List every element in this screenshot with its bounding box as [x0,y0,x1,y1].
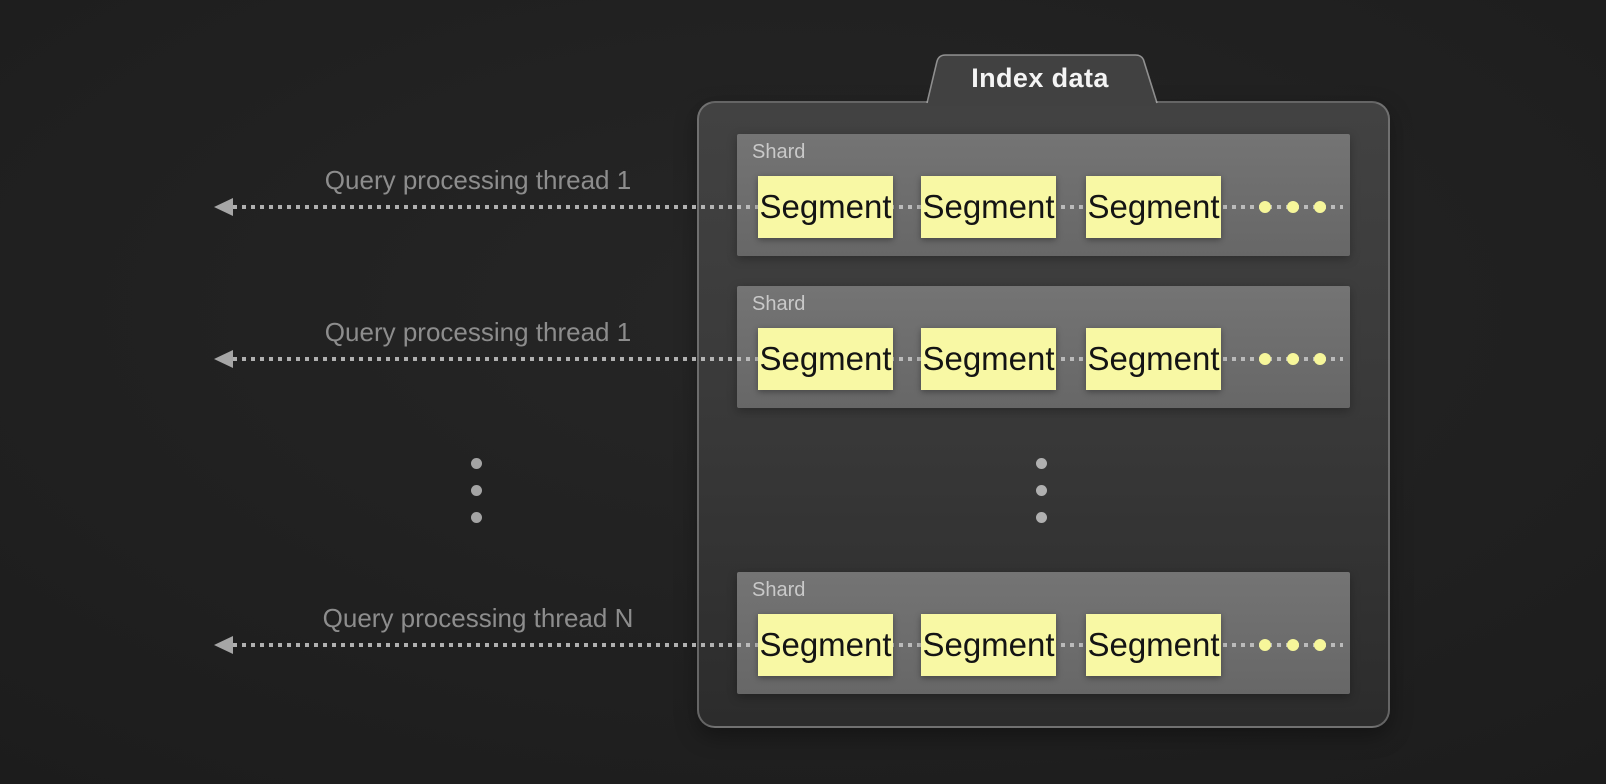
more-shards-ellipsis-icon [1036,485,1047,496]
segment-box: Segment [921,176,1056,238]
thread-label-2: Query processing thread 1 [324,317,632,347]
tab-outline [926,54,1158,104]
segment-box: Segment [758,328,893,390]
segment-box: Segment [921,614,1056,676]
segment-box: Segment [1086,614,1221,676]
more-shards-ellipsis-icon [1036,512,1047,523]
index-data-tab [926,54,1158,106]
arrow-left-icon [214,198,233,216]
more-threads-ellipsis-icon [471,458,482,469]
shard-label: Shard [752,293,806,315]
segment-box: Segment [1086,176,1221,238]
arrow-left-icon [214,636,233,654]
segment-box: Segment [1086,328,1221,390]
shard-label: Shard [752,141,806,163]
shard-label: Shard [752,579,806,601]
more-segments-dot-icon [1259,201,1271,213]
more-segments-dot-icon [1314,201,1326,213]
more-shards-ellipsis-icon [1036,458,1047,469]
more-threads-ellipsis-icon [471,485,482,496]
more-segments-dot-icon [1287,201,1299,213]
segment-box: Segment [921,328,1056,390]
more-segments-dot-icon [1259,639,1271,651]
more-threads-ellipsis-icon [471,512,482,523]
thread-label-3: Query processing thread N [322,603,634,633]
more-segments-dot-icon [1314,639,1326,651]
arrow-left-icon [214,350,233,368]
thread-label-1: Query processing thread 1 [324,165,632,195]
more-segments-dot-icon [1287,353,1299,365]
more-segments-dot-icon [1259,353,1271,365]
tab-fill [927,55,1157,106]
more-segments-dot-icon [1314,353,1326,365]
more-segments-dot-icon [1287,639,1299,651]
index-data-tab-label: Index data [971,63,1109,93]
segment-box: Segment [758,176,893,238]
segment-box: Segment [758,614,893,676]
